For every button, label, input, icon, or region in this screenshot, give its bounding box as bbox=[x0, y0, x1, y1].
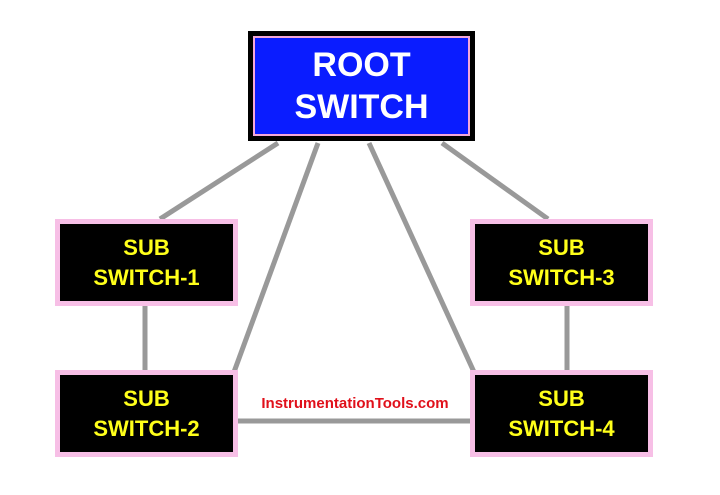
root-switch-node: ROOT SWITCH bbox=[248, 31, 475, 141]
link-root-to-sub-switch-3 bbox=[440, 140, 550, 222]
sub-switch-2-label-line2: SWITCH-2 bbox=[93, 415, 200, 441]
sub-switch-2-node: SUB SWITCH-2 bbox=[55, 370, 238, 457]
sub-switch-4-box: SUB SWITCH-4 bbox=[475, 375, 648, 452]
watermark-text: InstrumentationTools.com bbox=[261, 395, 449, 412]
sub-switch-1-box: SUB SWITCH-1 bbox=[60, 224, 233, 301]
link-root-to-sub-switch-1 bbox=[158, 140, 280, 222]
sub-switch-1-label-line2: SWITCH-1 bbox=[93, 264, 200, 290]
sub-switch-3-label-line2: SWITCH-3 bbox=[508, 264, 615, 290]
sub-switch-4-node: SUB SWITCH-4 bbox=[470, 370, 653, 457]
sub-switch-2-box: SUB SWITCH-2 bbox=[60, 375, 233, 452]
sub-switch-1-node: SUB SWITCH-1 bbox=[55, 219, 238, 306]
sub-switch-3-node: SUB SWITCH-3 bbox=[470, 219, 653, 306]
sub-switch-3-box: SUB SWITCH-3 bbox=[475, 224, 648, 301]
sub-switch-4-label-line2: SWITCH-4 bbox=[508, 415, 615, 441]
sub-switch-1-label-line1: SUB bbox=[123, 234, 170, 260]
link-root-to-sub-switch-4 bbox=[366, 141, 477, 374]
link-root-to-sub-switch-2 bbox=[231, 142, 321, 373]
sub-switch-4-label-line1: SUB bbox=[538, 385, 585, 411]
sub-switch-2-label-line1: SUB bbox=[123, 385, 170, 411]
root-switch-label-line2: SWITCH bbox=[294, 88, 429, 126]
root-switch-label-line1: ROOT bbox=[312, 46, 411, 84]
root-switch-box: ROOT SWITCH bbox=[253, 36, 470, 136]
sub-switch-3-label-line1: SUB bbox=[538, 234, 585, 260]
